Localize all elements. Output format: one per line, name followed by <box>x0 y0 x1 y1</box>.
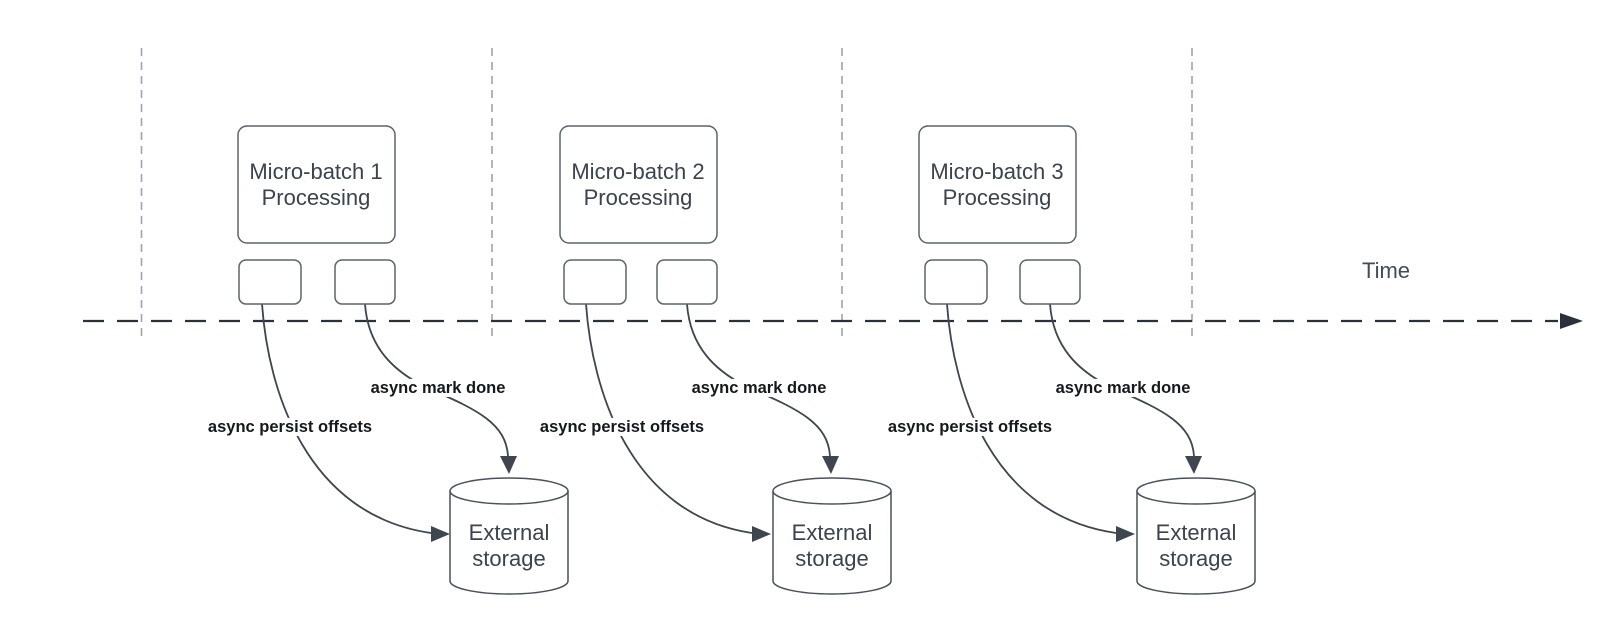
batch-1-persist-offsets-label: async persist offsets <box>204 417 376 437</box>
batch-3-done-arrowhead-icon <box>1185 456 1202 474</box>
batch-3-persist-offsets-label: async persist offsets <box>884 417 1056 437</box>
batch-2-done-arrowhead-icon <box>822 456 839 474</box>
batch-1-persist-offsets-arrow <box>261 303 432 534</box>
batch-1-storage-cylinder-body <box>449 491 569 595</box>
batch-2-storage-label-line1: External <box>792 520 873 545</box>
batch-1-done-arrowhead-icon <box>500 456 517 474</box>
batch-1-mark-done-label: async mark done <box>367 378 509 398</box>
batch-3-storage-label-line1: External <box>1156 520 1237 545</box>
batch-1-persist-arrowhead-icon <box>431 526 450 542</box>
batch-1-storage-cylinder-top <box>449 477 569 505</box>
batch-3-storage-cylinder-body <box>1136 491 1256 595</box>
batch-2-storage-cylinder-top <box>772 477 892 505</box>
batch-3-done-task-box <box>1019 259 1081 305</box>
guide-lines <box>140 48 1193 339</box>
batch-2-mark-done-label: async mark done <box>688 378 830 398</box>
batch-3-persist-arrowhead-icon <box>1116 526 1135 542</box>
batch-3-offset-task-box <box>924 259 988 305</box>
batch-2-persist-offsets-arrow <box>585 303 753 534</box>
batch-3-processing-box <box>918 125 1077 244</box>
batch-2-persist-arrowhead-icon <box>752 526 771 542</box>
batch-1-done-task-box <box>334 259 396 305</box>
batch-1-title-line1: Micro-batch 1 <box>249 159 382 184</box>
batch-2-done-task-box <box>656 259 718 305</box>
batch-3-storage-cylinder-top <box>1136 477 1256 505</box>
time-axis-label: Time <box>1362 258 1410 283</box>
batch-1-storage-label-line1: External <box>469 520 550 545</box>
batch-1-processing-box <box>237 125 396 244</box>
batch-1-group: Micro-batch 1 Processing External storag… <box>237 125 569 595</box>
batch-3-title-line2: Processing <box>943 185 1052 210</box>
batch-1-storage-label-line2: storage <box>472 546 545 571</box>
batch-2-storage-cylinder-body <box>772 491 892 595</box>
batch-3-title-line1: Micro-batch 3 <box>930 159 1063 184</box>
batch-2-processing-box <box>559 125 718 244</box>
batch-2-group: Micro-batch 2 Processing External storag… <box>559 125 892 595</box>
batch-3-mark-done-label: async mark done <box>1052 378 1194 398</box>
batch-2-title-line2: Processing <box>584 185 693 210</box>
batch-3-persist-offsets-arrow <box>946 303 1117 534</box>
batch-2-persist-offsets-label: async persist offsets <box>536 417 708 437</box>
batch-2-title-line1: Micro-batch 2 <box>571 159 704 184</box>
batch-1-offset-task-box <box>238 259 302 305</box>
batch-2-offset-task-box <box>563 259 627 305</box>
time-axis-arrowhead-icon <box>1560 313 1583 329</box>
batch-1-title-line2: Processing <box>262 185 371 210</box>
batch-2-storage-label-line2: storage <box>795 546 868 571</box>
batch-3-group: Micro-batch 3 Processing External storag… <box>918 125 1256 595</box>
batch-3-storage-label-line2: storage <box>1159 546 1232 571</box>
